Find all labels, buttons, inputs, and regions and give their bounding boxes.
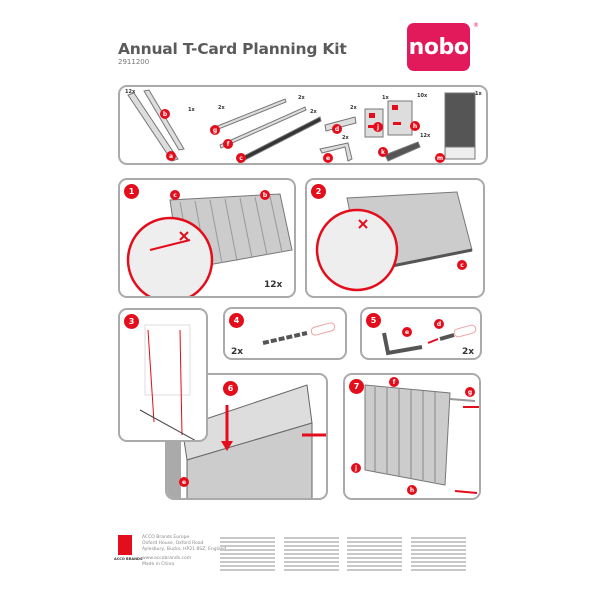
step-2-panel: 2 c bbox=[305, 178, 485, 298]
part-label-b: b bbox=[160, 109, 170, 119]
footer-address-2: Aylesbury, Bucks, HP21 8SZ, England bbox=[142, 547, 227, 552]
qty-h: 10x bbox=[417, 93, 428, 99]
qty-m: 1x bbox=[475, 91, 482, 97]
step-6-number: 6 bbox=[223, 381, 238, 396]
qty-d: 2x bbox=[350, 105, 357, 111]
callout-f: f bbox=[389, 377, 399, 387]
footer-address: ACCO Brands Europe Oxford House, Oxford … bbox=[142, 535, 226, 568]
step-1-number: 1 bbox=[124, 184, 139, 199]
callout-c: c bbox=[457, 260, 467, 270]
footer-website[interactable]: www.accobrands.com bbox=[142, 556, 192, 561]
step-1-illustration bbox=[126, 193, 293, 296]
step-1-panel: 1 12x c b bbox=[118, 178, 296, 298]
callout-g: g bbox=[465, 387, 475, 397]
legal-text-col-3 bbox=[347, 535, 402, 573]
step-5-qty: 2x bbox=[462, 347, 475, 357]
step-2-illustration bbox=[315, 191, 473, 292]
part-label-g: g bbox=[210, 125, 220, 135]
part-label-k: k bbox=[378, 147, 388, 157]
footer-address-1: Oxford House, Oxford Road bbox=[142, 541, 204, 546]
footer-company: ACCO Brands Europe bbox=[142, 535, 190, 540]
step-5-number: 5 bbox=[366, 313, 381, 328]
acco-logo-text: ACCO BRANDS bbox=[114, 557, 143, 561]
parts-panel: a b g f c d e j h k m 12x 1x 2x 2x 2x 2x… bbox=[118, 85, 488, 165]
callout-j: j bbox=[351, 463, 361, 473]
part-label-e: e bbox=[323, 153, 333, 163]
nobo-logo: nobo bbox=[407, 23, 470, 71]
step-1-qty: 12x bbox=[264, 280, 283, 290]
step-7-illustration bbox=[364, 384, 479, 494]
step-7-number: 7 bbox=[349, 379, 364, 394]
qty-b: 1x bbox=[188, 107, 195, 113]
footer-origin: Made in China bbox=[142, 562, 175, 567]
step-3-illustration bbox=[139, 324, 196, 440]
part-label-f: f bbox=[223, 139, 233, 149]
qty-g: 2x bbox=[218, 105, 225, 111]
part-label-d: d bbox=[332, 124, 342, 134]
part-label-c: c bbox=[236, 153, 246, 163]
acco-logo bbox=[118, 535, 132, 555]
callout-d: d bbox=[434, 319, 444, 329]
step-3-number: 3 bbox=[124, 314, 139, 329]
step-6-illustration bbox=[167, 384, 326, 498]
callout-c: c bbox=[170, 190, 180, 200]
step-2-number: 2 bbox=[311, 184, 326, 199]
registered-mark: ® bbox=[473, 22, 479, 29]
qty-k: 12x bbox=[420, 133, 431, 139]
step-5-panel: 5 2x e d bbox=[360, 307, 482, 360]
step-4-panel: 4 2x bbox=[223, 307, 347, 360]
callout-e: e bbox=[402, 327, 412, 337]
step-3-panel: 3 bbox=[118, 308, 208, 442]
qty-f: 2x bbox=[298, 95, 305, 101]
page-title: Annual T-Card Planning Kit bbox=[118, 40, 347, 58]
step-5-illustration bbox=[382, 324, 477, 356]
step-4-illustration bbox=[262, 322, 336, 345]
part-label-m: m bbox=[435, 153, 445, 163]
part-label-j: j bbox=[373, 122, 383, 132]
legal-text-col-1 bbox=[220, 535, 275, 573]
step-4-qty: 2x bbox=[231, 347, 244, 357]
product-code: 2911200 bbox=[118, 58, 150, 66]
callout-h: h bbox=[407, 485, 417, 495]
step-4-number: 4 bbox=[229, 313, 244, 328]
part-label-h: h bbox=[410, 121, 420, 131]
legal-text-col-2 bbox=[284, 535, 339, 573]
step-7-panel: 7 f g j h bbox=[343, 373, 481, 500]
qty-j: 1x bbox=[382, 95, 389, 101]
callout-b: b bbox=[260, 190, 270, 200]
qty-a: 12x bbox=[125, 89, 136, 95]
callout-e: e bbox=[179, 477, 189, 487]
part-label-a: a bbox=[166, 151, 176, 161]
qty-c: 2x bbox=[310, 109, 317, 115]
qty-e: 2x bbox=[342, 135, 349, 141]
legal-text-col-4 bbox=[411, 535, 466, 573]
